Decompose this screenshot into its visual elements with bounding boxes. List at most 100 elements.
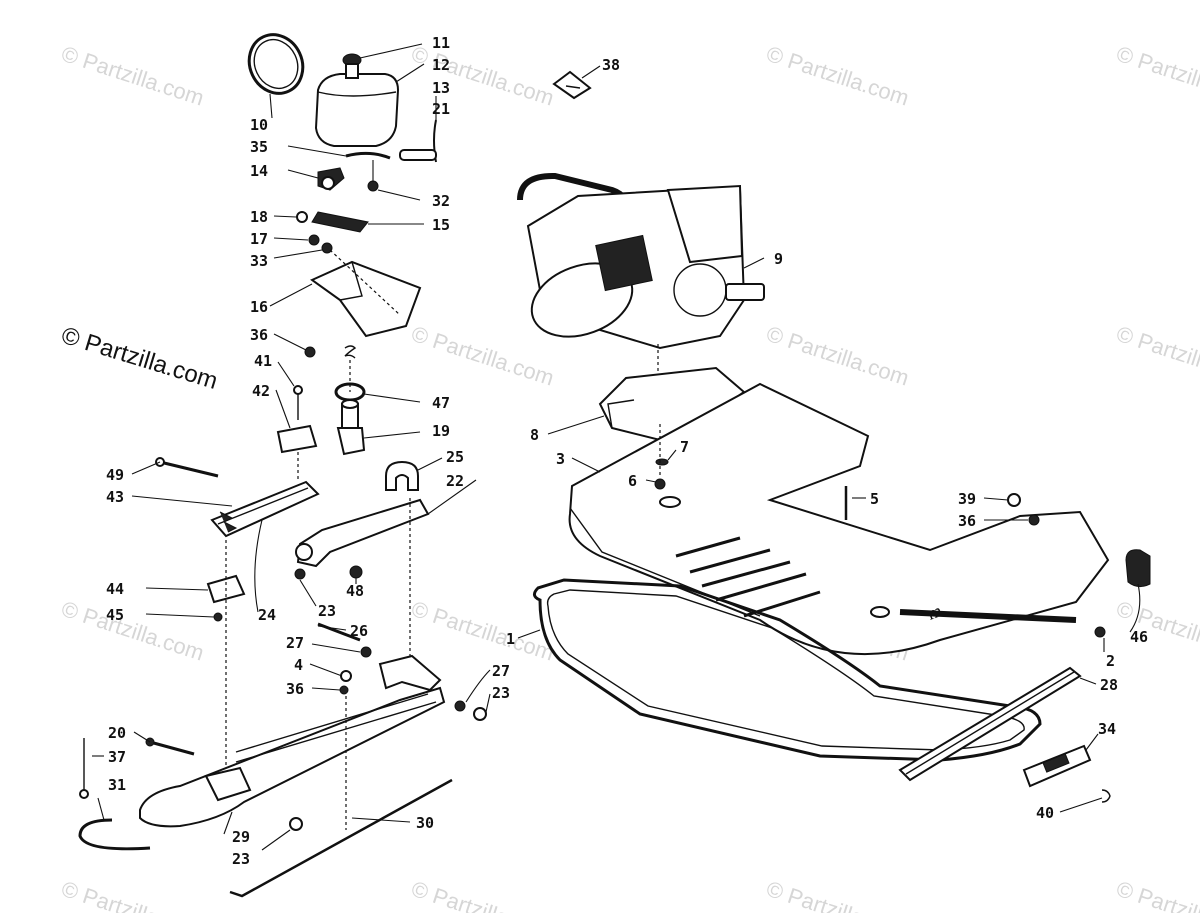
engine-fins [595,234,653,292]
callout-40: 40 [1036,804,1054,822]
nut-23-right [473,707,487,721]
leader-8 [547,415,605,435]
leader-20 [133,731,151,743]
nut-36-mid [339,685,349,695]
leader-10 [269,93,273,119]
nut-23-bottom [289,817,303,831]
callout-34: 34 [1098,720,1116,738]
callout-9: 9 [774,250,783,268]
arm-22-lead [427,479,477,515]
callout-6: 6 [628,472,637,490]
nut-27-a [360,646,372,658]
watermark-text: © Partzilla.com [1113,876,1200,913]
watermark-text: © Partzilla.com [1113,596,1200,666]
leader-lines [92,43,1141,851]
leader-28 [1079,677,1097,685]
leader-32 [377,189,421,201]
callout-labels: 11 12 13 21 10 35 14 32 18 15 17 33 16 3… [106,34,1148,868]
watermark-text: © Partzilla.com [408,596,557,666]
callout-3: 3 [556,450,565,468]
leaf-spring [210,480,320,538]
leader-23b [485,693,491,713]
callout-23: 23 [232,850,250,868]
valve-knob [321,176,335,190]
leader-27b [465,669,491,703]
leader-36b [311,687,341,691]
callout-45: 45 [106,606,124,624]
leader-34 [1085,733,1099,751]
callout-37: 37 [108,748,126,766]
tank-strap-inner [253,38,299,90]
callout-20: 20 [108,724,126,742]
callout-25: 25 [446,448,464,466]
side-strip [899,609,1077,623]
nut-36-top [304,346,316,358]
callout-27: 27 [286,634,304,652]
leader-42 [275,389,291,429]
leader-31 [97,797,105,821]
bumper-46 [1125,549,1151,588]
decal-38-line [565,85,581,89]
engine-flywheel [673,263,727,317]
watermark-text: © Partzilla.com [1113,41,1200,111]
callout-29: 29 [232,828,250,846]
nut-6 [654,478,666,490]
leader-3 [571,457,601,473]
callout-47: 47 [432,394,450,412]
callout-44: 44 [106,580,124,598]
washer-7 [655,458,669,466]
callout-15: 15 [432,216,450,234]
leader-45 [145,613,215,618]
callout-28: 28 [1100,676,1118,694]
leader-27a [311,643,361,653]
callout-23: 23 [492,684,510,702]
callout-21: 21 [432,100,450,118]
watermark-text: © Partzilla.com [408,321,557,391]
vent-slot [675,536,741,558]
leader-26 [317,625,347,631]
leader-14 [287,169,319,179]
wear-rod [229,778,453,898]
spring-coil-43 [219,511,238,533]
callout-17: 17 [250,230,268,248]
callout-13: 13 [432,79,450,97]
fuel-cap-neck [345,63,359,79]
ski-saddle [378,654,442,692]
frame-rail [533,578,1042,762]
callout-35: 35 [250,138,268,156]
callout-31: 31 [108,776,126,794]
leader-12 [395,63,425,83]
leader-16 [269,283,313,307]
leader-6 [645,479,657,483]
engine-housing [666,184,744,264]
tank-pad [311,211,369,233]
nut-36-right [1028,514,1040,526]
pin-37-eye [79,789,89,799]
bolt-41 [293,385,303,395]
callout-26: 26 [350,622,368,640]
watermark-text: © Partzilla.com [1113,321,1200,391]
fitting-32 [367,180,379,192]
spindle-top [341,399,359,409]
bolt-20 [149,740,195,756]
nut-39 [1007,493,1021,507]
nut-45 [213,612,223,622]
vent-slot [689,548,771,574]
leader-33 [273,249,323,259]
plate-42 [276,424,318,454]
callout-27: 27 [492,662,510,680]
leader-30 [351,817,411,823]
watermark-text: © Partzilla.com [763,876,912,913]
leader-47 [363,393,421,403]
suspension-arm [296,498,430,568]
tank-strap [247,33,305,95]
watermark-text: © Partzilla.com [58,876,207,913]
callout-8: 8 [530,426,539,444]
callout-30: 30 [416,814,434,832]
tank-bracket [310,260,422,338]
watermark-text: © Partzilla.com [763,321,912,391]
callout-16: 16 [250,298,268,316]
callout-7: 7 [680,438,689,456]
leader-4 [309,663,343,677]
leader-11 [359,43,423,59]
